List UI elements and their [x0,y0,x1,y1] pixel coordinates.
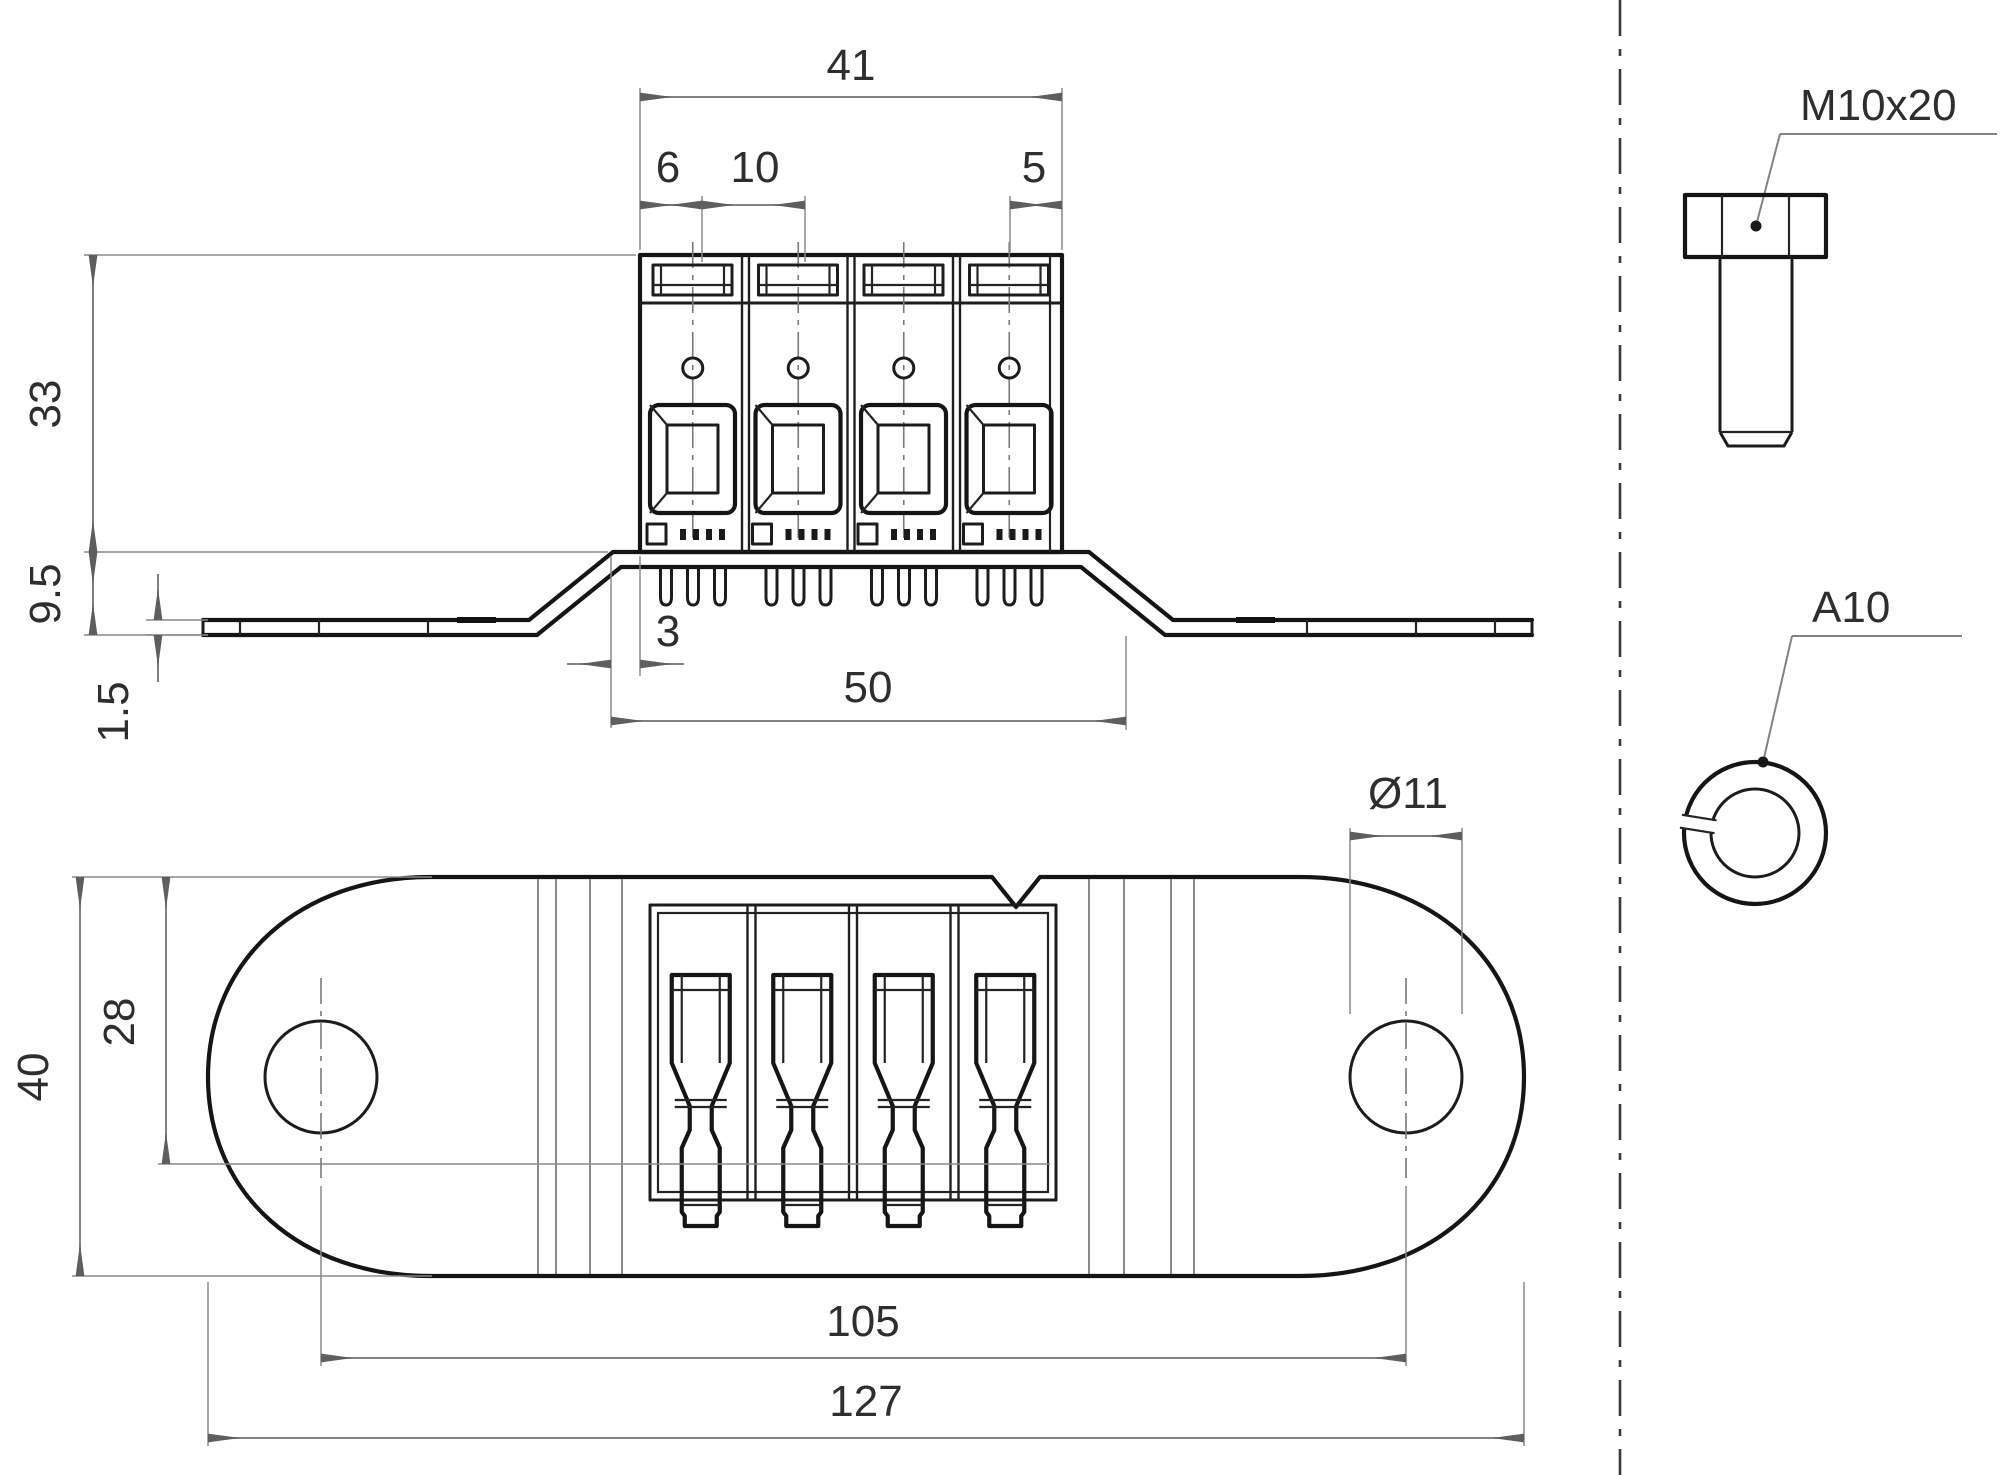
side-view: 41 6 10 5 33 9.5 [21,41,1535,743]
flange-tick-marks [238,620,1497,635]
dim-label-28: 28 [95,998,144,1047]
pin-group-side [764,567,833,607]
pin-group-side [975,567,1044,607]
dimension-3: 3 [567,556,684,728]
hardware-panel: M10x20 A10 [1679,81,1997,907]
washer-a10: A10 [1679,583,1962,907]
terminal-module-side [846,242,949,552]
washer-inner-circle [1709,787,1801,879]
washer-outer-circle [1681,759,1829,907]
dim-label-5: 5 [1022,143,1046,192]
bolt-m10x20: M10x20 [1682,81,1997,448]
dimension-9p5: 9.5 [21,552,200,636]
terminal-module-side [740,242,843,552]
terminal-module-plan [949,905,1037,1229]
dim-label-6: 6 [656,143,680,192]
dimension-40: 40 [9,876,432,1277]
dim-label-41: 41 [827,41,876,90]
bolt-shank [1718,257,1794,432]
bracket-side-bottom-surface [200,564,1535,638]
fold-lines [537,879,1195,1274]
bolt-leader-dot [1750,220,1762,232]
bolt-tip-chamfer [1718,431,1794,448]
dimension-dia11: Ø11 [1349,769,1463,1014]
terminal-module-plan [669,972,732,1229]
dimension-28: 28 [95,877,1050,1165]
pin-group-side [870,567,938,607]
dim-label-dia11: Ø11 [1368,769,1448,818]
terminal-block-outline [637,252,1065,555]
bracket-side-top-surface [200,549,1535,623]
washer-split [1679,813,1717,835]
terminal-pins-side [659,567,1044,607]
dim-label-10: 10 [731,143,780,192]
dimension-6-10-5: 6 10 5 [640,143,1062,262]
dimension-127: 127 [207,1282,1525,1446]
dimension-41: 41 [639,41,1063,250]
pin-group-side [659,567,727,607]
dim-label-1.5: 1.5 [89,681,138,742]
dimension-1p5: 1.5 [89,574,208,743]
terminal-module-side [951,242,1054,552]
terminal-modules-side [645,242,1054,552]
plan-view: 40 28 Ø11 105 127 [9,769,1527,1446]
dimension-33: 33 [21,254,636,553]
dim-label-9.5: 9.5 [21,563,70,624]
bolt-label: M10x20 [1800,81,1957,130]
dimension-105: 105 [320,1186,1407,1366]
terminal-modules-plan [669,905,1037,1229]
dim-label-3: 3 [656,607,680,656]
dim-label-105: 105 [826,1297,899,1346]
terminal-module-plan [746,905,834,1229]
bolt-leader-line [1756,133,1781,223]
washer-leader-line [1763,635,1793,759]
dimension-50: 50 [611,636,1127,730]
bolt-head [1682,192,1829,260]
dim-label-40: 40 [9,1053,58,1102]
dim-label-33: 33 [21,380,70,429]
dim-label-127: 127 [829,1377,902,1426]
connector-housing-outer [648,903,1058,1202]
dim-label-50: 50 [844,663,893,712]
terminal-module-side [645,242,738,546]
washer-label: A10 [1812,583,1890,632]
connector-housing-inner [656,911,1050,1194]
terminal-module-plan [847,905,935,1229]
bracket-plan-outline [205,874,1527,1279]
